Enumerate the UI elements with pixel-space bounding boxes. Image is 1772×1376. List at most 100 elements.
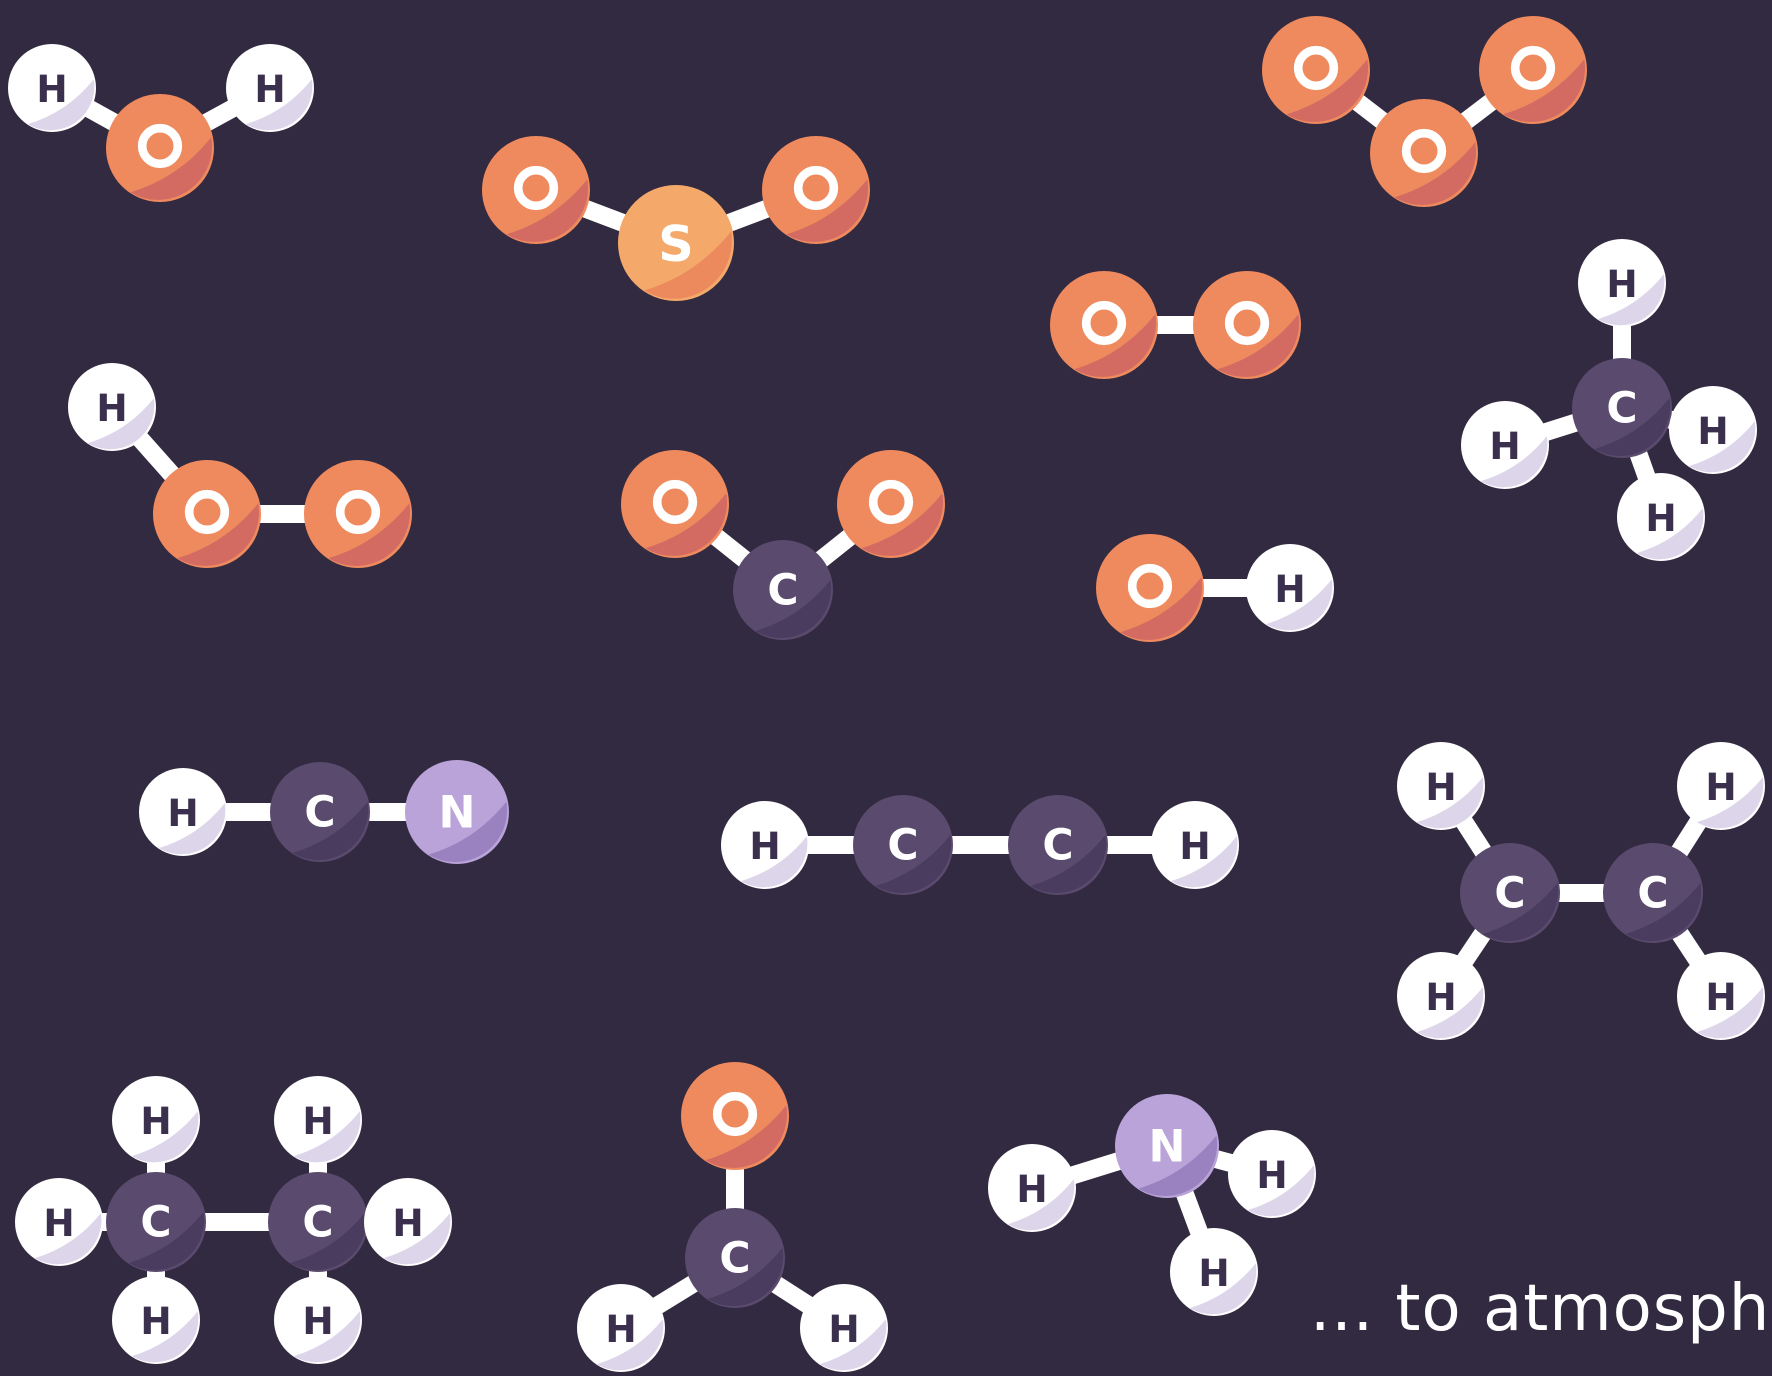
atom-label: H [1016, 1167, 1047, 1211]
atom-c: C [1603, 843, 1703, 943]
atom-h: H [364, 1178, 452, 1266]
atom-shading [1120, 577, 1203, 640]
atom-shading [1597, 274, 1665, 326]
atom-label: H [96, 386, 127, 430]
atom-shading [290, 1212, 367, 1271]
atom-shading [644, 231, 732, 299]
atom-shading [1265, 579, 1333, 631]
atom-h: H [721, 801, 809, 889]
atom-label: H [254, 67, 285, 111]
atom-label: H [302, 1299, 333, 1343]
atom-label-o-glyph [335, 489, 381, 535]
atom-label-o-glyph [1401, 128, 1447, 174]
atom-shading [328, 503, 411, 566]
atom-shading [293, 1311, 361, 1363]
atom-o [837, 450, 945, 558]
atom-o [1262, 16, 1370, 124]
atom-shading [383, 1213, 451, 1265]
atom-shading [1416, 987, 1484, 1039]
atom-label: N [1149, 1122, 1186, 1173]
atom-label-o-glyph [868, 479, 914, 525]
atom-n: N [1115, 1094, 1219, 1198]
atom-o [482, 136, 590, 244]
atom-shading [87, 398, 155, 450]
atom-shading [1482, 883, 1559, 942]
atom-c: C [268, 1172, 368, 1272]
atom-h: H [139, 768, 227, 856]
atom-shading [819, 1319, 887, 1371]
atom-shading [34, 1213, 102, 1265]
atom-shading [1030, 835, 1107, 894]
atom-shading [1394, 142, 1477, 205]
atom-o [1096, 534, 1204, 642]
atom-label: C [887, 822, 918, 871]
atom-label: H [1705, 975, 1736, 1019]
atom-shading [861, 493, 944, 556]
atom-h: H [1677, 742, 1765, 830]
atom-o [1193, 271, 1301, 379]
atom-shading [506, 179, 589, 242]
atom-h: H [68, 363, 156, 451]
molecule-oxygen [1050, 271, 1301, 379]
atom-shading [1636, 508, 1704, 560]
atom-shading [1007, 1179, 1075, 1231]
atom-shading [705, 1105, 788, 1168]
atom-c: C [270, 762, 370, 862]
atom-c: C [853, 795, 953, 895]
atom-shading [1170, 836, 1238, 888]
atom-label-o-glyph [1224, 300, 1270, 346]
atom-label: H [1645, 496, 1676, 540]
atom-label: H [167, 791, 198, 835]
atom-o [106, 94, 214, 202]
atom-label-o-glyph [1510, 45, 1556, 91]
atom-label: S [658, 215, 694, 273]
atom-label: H [749, 824, 780, 868]
atom-o [681, 1062, 789, 1170]
atom-o [153, 460, 261, 568]
atom-label: H [302, 1099, 333, 1143]
atom-o [1050, 271, 1158, 379]
atom-label-o-glyph [137, 123, 183, 169]
atom-shading [596, 1319, 664, 1371]
atom-label: C [302, 1199, 333, 1248]
atom-h: H [1228, 1130, 1316, 1218]
atom-shading [130, 137, 213, 200]
atom-h: H [1461, 401, 1549, 489]
atom-h: H [1677, 952, 1765, 1040]
atom-label-o-glyph [1081, 300, 1127, 346]
atom-label: H [1256, 1153, 1287, 1197]
atom-o [762, 136, 870, 244]
atom-shading [1189, 1263, 1257, 1315]
atom-shading [645, 493, 728, 556]
atom-h: H [1151, 801, 1239, 889]
atom-n: N [405, 760, 509, 864]
atom-shading [293, 1111, 361, 1163]
molecule-hydroxyl: H [1096, 534, 1334, 642]
atom-shading [740, 836, 808, 888]
atom-shading [128, 1212, 205, 1271]
caption-text: ... to atmosph [1310, 1272, 1771, 1346]
atom-label: H [1697, 409, 1728, 453]
atom-c: C [106, 1172, 206, 1272]
atom-h: H [800, 1284, 888, 1372]
atom-shading [1074, 314, 1157, 377]
atom-label: H [392, 1201, 423, 1245]
atom-label-o-glyph [712, 1091, 758, 1137]
atom-shading [1625, 883, 1702, 942]
atom-shading [1247, 1165, 1315, 1217]
atom-label-o-glyph [652, 479, 698, 525]
atom-h: H [15, 1178, 103, 1266]
atom-shading [1594, 398, 1671, 457]
atom-label: H [140, 1099, 171, 1143]
atom-label-o-glyph [793, 165, 839, 211]
atom-h: H [1578, 239, 1666, 327]
atom-s: S [618, 185, 734, 301]
atom-h: H [112, 1076, 200, 1164]
atom-label-o-glyph [1293, 45, 1339, 91]
atom-label: C [1494, 870, 1525, 919]
